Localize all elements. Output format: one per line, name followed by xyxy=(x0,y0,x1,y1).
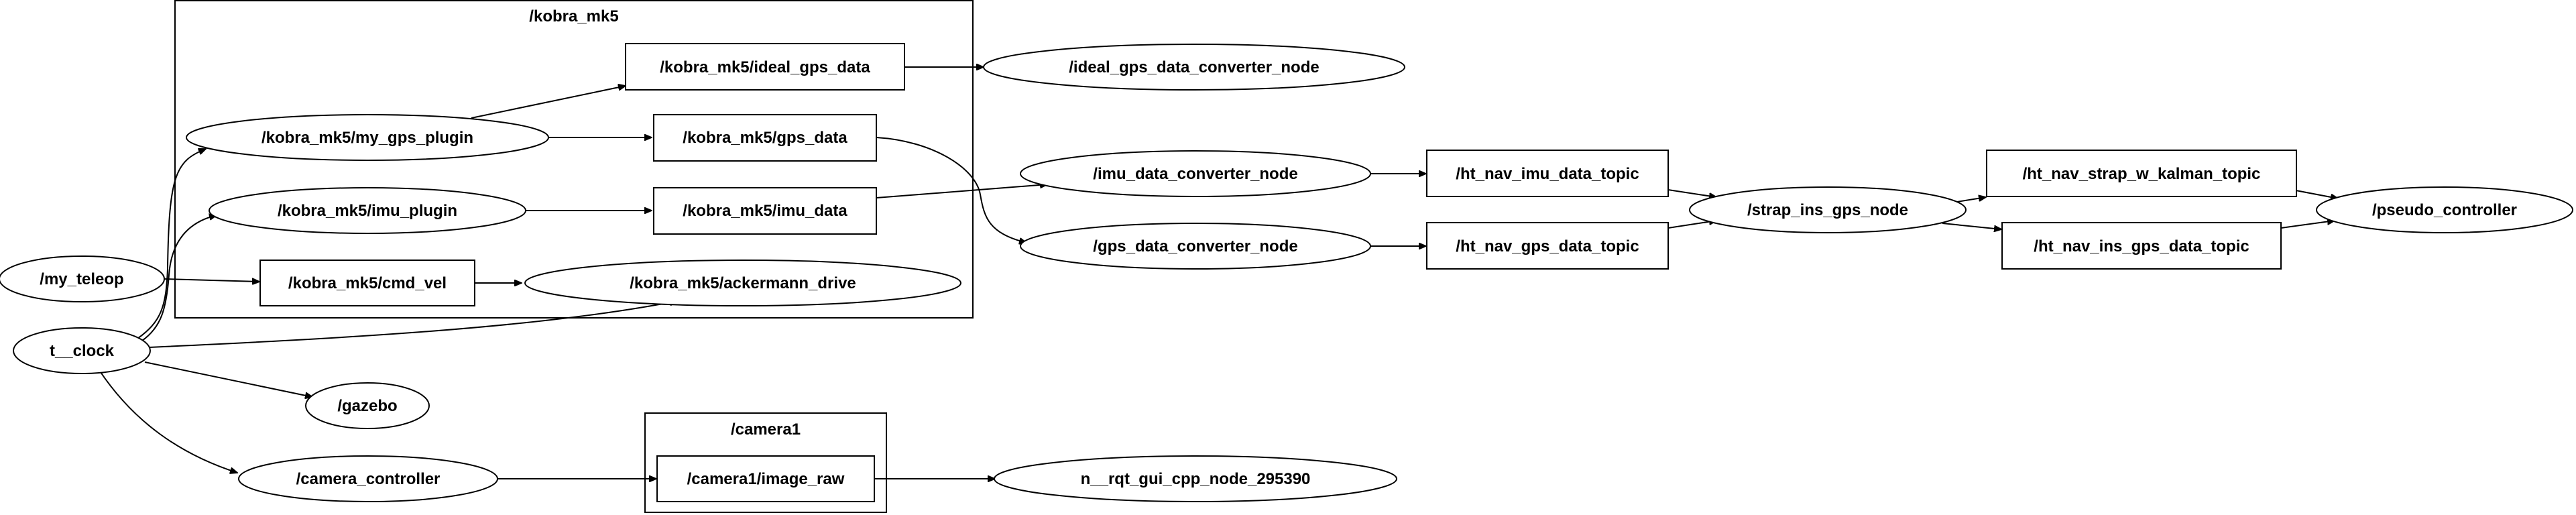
edge-t-clock-to-ackermann-drive xyxy=(148,301,677,348)
topic-imu-data[interactable]: /kobra_mk5/imu_data xyxy=(653,187,877,235)
topic-image-raw[interactable]: /camera1/image_raw xyxy=(656,455,875,502)
node-ideal-gps-converter-label: /ideal_gps_data_converter_node xyxy=(1069,58,1319,76)
topic-strap-kalman-label: /ht_nav_strap_w_kalman_topic xyxy=(2023,165,2261,183)
node-t-clock-label: t__clock xyxy=(50,342,115,360)
node-rqt-gui-label: n__rqt_gui_cpp_node_295390 xyxy=(1081,470,1311,488)
node-ideal-gps-converter[interactable]: /ideal_gps_data_converter_node xyxy=(983,44,1405,91)
topic-cmd-vel-label: /kobra_mk5/cmd_vel xyxy=(288,274,447,292)
edges xyxy=(99,67,2338,479)
node-gps-converter[interactable]: /gps_data_converter_node xyxy=(1020,223,1371,270)
node-my-teleop-label: /my_teleop xyxy=(40,270,123,288)
topic-cmd-vel[interactable]: /kobra_mk5/cmd_vel xyxy=(259,260,475,306)
cluster-camera1: /camera1 xyxy=(644,412,887,513)
node-imu-converter-label: /imu_data_converter_node xyxy=(1093,165,1297,183)
node-camera-controller-label: /camera_controller xyxy=(296,470,441,488)
edge-strap-ins-to-ins-gps-topic xyxy=(1942,223,2001,229)
node-pseudo-controller-label: /pseudo_controller xyxy=(2372,201,2517,219)
node-my-gps-plugin-label: /kobra_mk5/my_gps_plugin xyxy=(261,129,473,147)
node-strap-ins-gps[interactable]: /strap_ins_gps_node xyxy=(1689,186,1967,233)
node-t-clock[interactable]: t__clock xyxy=(13,327,151,374)
edge-ins-gps-topic-to-pseudo xyxy=(2280,221,2335,229)
node-camera-controller[interactable]: /camera_controller xyxy=(238,455,498,502)
cluster-kobra-mk5-label: /kobra_mk5 xyxy=(529,7,618,25)
node-gazebo[interactable]: /gazebo xyxy=(305,382,430,429)
topic-imu-nav[interactable]: /ht_nav_imu_data_topic xyxy=(1426,150,1669,197)
topic-gps-nav-label: /ht_nav_gps_data_topic xyxy=(1456,237,1639,255)
edge-imu-topic-to-strap-ins xyxy=(1667,189,1716,197)
node-my-teleop[interactable]: /my_teleop xyxy=(0,255,165,302)
node-ackermann-drive[interactable]: /kobra_mk5/ackermann_drive xyxy=(524,260,961,306)
cluster-kobra-mk5: /kobra_mk5 xyxy=(174,0,974,319)
edge-kalman-topic-to-pseudo xyxy=(2295,190,2338,198)
edge-t-clock-to-my-gps-plugin xyxy=(137,149,206,339)
node-strap-ins-gps-label: /strap_ins_gps_node xyxy=(1747,201,1908,219)
node-gps-converter-label: /gps_data_converter_node xyxy=(1093,237,1297,255)
node-imu-plugin[interactable]: /kobra_mk5/imu_plugin xyxy=(209,187,526,234)
node-imu-converter[interactable]: /imu_data_converter_node xyxy=(1020,150,1371,197)
edge-my-teleop-to-cmd-vel xyxy=(164,279,259,282)
edge-t-clock-to-gazebo xyxy=(144,361,312,397)
edge-imu-data-to-imu-converter xyxy=(876,184,1047,198)
topic-ideal-gps-data-label: /kobra_mk5/ideal_gps_data xyxy=(660,58,870,76)
node-imu-plugin-label: /kobra_mk5/imu_plugin xyxy=(278,202,457,220)
topic-ins-gps-label: /ht_nav_ins_gps_data_topic xyxy=(2034,237,2249,255)
node-pseudo-controller[interactable]: /pseudo_controller xyxy=(2316,186,2573,233)
node-rqt-gui[interactable]: n__rqt_gui_cpp_node_295390 xyxy=(994,455,1397,502)
cluster-camera1-label: /camera1 xyxy=(731,420,801,439)
topic-gps-data-label: /kobra_mk5/gps_data xyxy=(683,129,847,147)
node-my-gps-plugin[interactable]: /kobra_mk5/my_gps_plugin xyxy=(186,114,549,161)
node-ackermann-drive-label: /kobra_mk5/ackermann_drive xyxy=(630,274,856,292)
topic-strap-kalman[interactable]: /ht_nav_strap_w_kalman_topic xyxy=(1986,150,2297,197)
edge-t-clock-to-imu-plugin xyxy=(141,215,217,341)
topic-image-raw-label: /camera1/image_raw xyxy=(687,470,845,488)
edge-t-clock-to-camera-controller xyxy=(99,369,237,473)
topic-ideal-gps-data[interactable]: /kobra_mk5/ideal_gps_data xyxy=(625,43,905,91)
topic-gps-nav[interactable]: /ht_nav_gps_data_topic xyxy=(1426,222,1669,270)
edge-my-gps-plugin-to-ideal-gps-data xyxy=(471,86,626,119)
topic-ins-gps[interactable]: /ht_nav_ins_gps_data_topic xyxy=(2001,222,2282,270)
topic-imu-data-label: /kobra_mk5/imu_data xyxy=(683,202,847,220)
topic-gps-data[interactable]: /kobra_mk5/gps_data xyxy=(653,114,877,162)
edge-gps-data-to-gps-converter xyxy=(876,137,1027,243)
node-gazebo-label: /gazebo xyxy=(337,397,397,415)
topic-imu-nav-label: /ht_nav_imu_data_topic xyxy=(1456,165,1639,183)
